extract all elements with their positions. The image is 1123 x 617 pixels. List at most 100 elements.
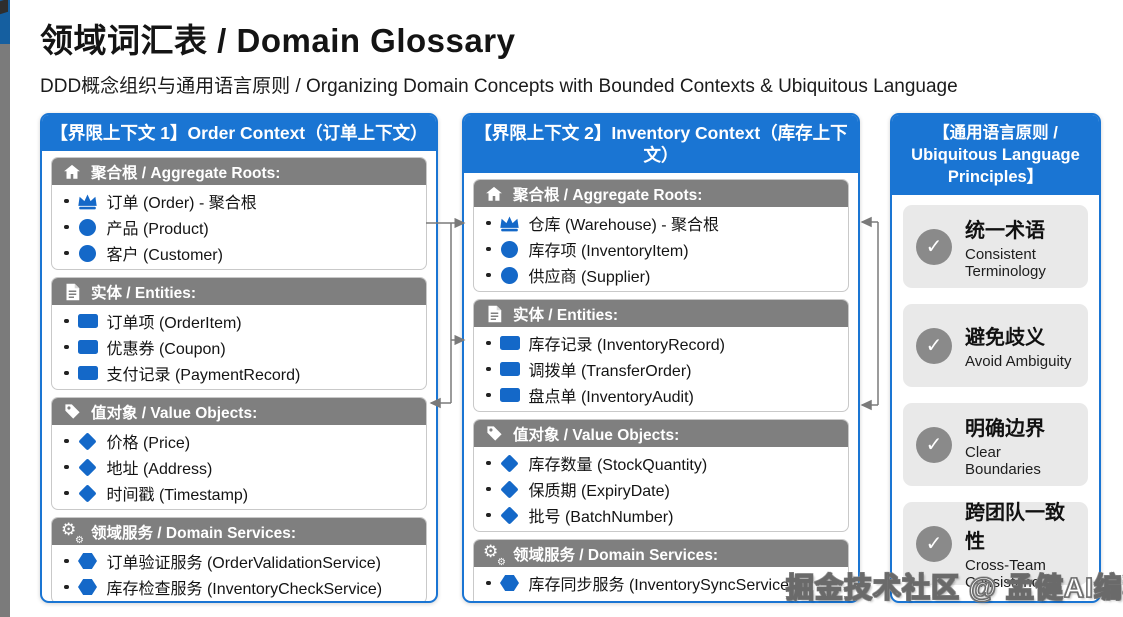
bullet bbox=[64, 370, 69, 376]
section-entities: 实体 / Entities: 库存记录 (InventoryRecord) 调拨… bbox=[473, 299, 849, 412]
inventory-context-title: 【界限上下文 2】Inventory Context（库存上下文） bbox=[464, 115, 858, 173]
section-title: 实体 / Entities: bbox=[513, 306, 619, 324]
document-icon bbox=[484, 304, 504, 324]
principle-text: 避免歧义 Avoid Ambiguity bbox=[965, 321, 1071, 370]
item-text: 调拨单 (TransferOrder) bbox=[528, 363, 692, 380]
glossary-item: 价格 (Price) bbox=[60, 428, 418, 454]
bullet bbox=[64, 224, 69, 230]
bullet bbox=[486, 580, 491, 586]
hexagon-icon bbox=[77, 579, 99, 595]
item-text: 价格 (Price) bbox=[106, 435, 191, 452]
glossary-item: 库存同步服务 (InventorySyncService) bbox=[482, 570, 840, 596]
diamond-icon bbox=[77, 431, 99, 451]
bullet bbox=[486, 340, 491, 346]
square-icon bbox=[499, 388, 521, 402]
tag-icon bbox=[484, 424, 504, 444]
item-list: 订单验证服务 (OrderValidationService) 库存检查服务 (… bbox=[52, 545, 426, 601]
glossary-item: 订单验证服务 (OrderValidationService) bbox=[60, 548, 418, 574]
section-domain-services: ⚙⚙ 领域服务 / Domain Services: 订单验证服务 (Order… bbox=[51, 517, 427, 601]
section-header: 实体 / Entities: bbox=[474, 300, 848, 327]
bullet bbox=[64, 344, 69, 350]
item-text: 库存检查服务 (InventoryCheckService) bbox=[106, 581, 383, 598]
edge-artifact-blue bbox=[0, 0, 10, 44]
item-list: 仓库 (Warehouse) - 聚合根 库存项 (InventoryItem)… bbox=[474, 207, 848, 291]
section-header: 聚合根 / Aggregate Roots: bbox=[52, 158, 426, 185]
principle-en: Clear Boundaries bbox=[965, 443, 1041, 478]
square-icon bbox=[499, 336, 521, 350]
hexagon-icon bbox=[499, 575, 521, 591]
principles-cards: ✓ 统一术语 Consistent Terminology ✓ 避免歧义 Avo… bbox=[892, 195, 1099, 595]
document-icon bbox=[62, 282, 82, 302]
principle-zh: 明确边界 bbox=[965, 417, 1045, 440]
glossary-item: 仓库 (Warehouse) - 聚合根 bbox=[482, 210, 840, 236]
section-title: 聚合根 / Aggregate Roots: bbox=[513, 186, 703, 204]
order-context-body: 聚合根 / Aggregate Roots: 订单 (Order) - 聚合根 … bbox=[42, 151, 436, 601]
item-text: 库存预警服务 (InventoryAlertService) bbox=[529, 597, 792, 601]
glossary-item: 批号 (BatchNumber) bbox=[482, 502, 840, 528]
item-text: 保质期 (ExpiryDate) bbox=[528, 483, 670, 500]
item-text: 订单验证服务 (OrderValidationService) bbox=[106, 555, 381, 572]
bullet bbox=[64, 198, 69, 204]
item-text: 订单项 (OrderItem) bbox=[106, 315, 242, 332]
principle-card: ✓ 跨团队一致性 Cross-Team Consistency bbox=[903, 502, 1088, 591]
section-value-objects: 值对象 / Value Objects: 库存数量 (StockQuantity… bbox=[473, 419, 849, 532]
gears-icon: ⚙⚙ bbox=[61, 519, 84, 546]
section-header: ⚙⚙ 领域服务 / Domain Services: bbox=[52, 518, 426, 545]
glossary-item: 订单 (Order) - 聚合根 bbox=[60, 188, 418, 214]
order-context-title: 【界限上下文 1】Order Context（订单上下文） bbox=[42, 115, 436, 151]
section-header: 值对象 / Value Objects: bbox=[474, 420, 848, 447]
section-title: 值对象 / Value Objects: bbox=[513, 426, 680, 444]
bullet bbox=[64, 464, 69, 470]
principle-zh: 统一术语 bbox=[965, 219, 1045, 242]
diamond-icon bbox=[499, 505, 521, 525]
panel-inventory-context: 【界限上下文 2】Inventory Context（库存上下文） 聚合根 / … bbox=[462, 113, 860, 603]
square-icon bbox=[77, 366, 99, 380]
principle-card: ✓ 避免歧义 Avoid Ambiguity bbox=[903, 304, 1088, 387]
bullet bbox=[486, 486, 491, 492]
section-header: 聚合根 / Aggregate Roots: bbox=[474, 180, 848, 207]
item-text: 库存项 (InventoryItem) bbox=[528, 243, 689, 260]
item-text: 优惠券 (Coupon) bbox=[106, 341, 226, 358]
checkmark-icon: ✓ bbox=[916, 327, 952, 364]
checkmark-icon: ✓ bbox=[916, 525, 952, 562]
item-text: 盘点单 (InventoryAudit) bbox=[528, 389, 694, 406]
glossary-item: 盘点单 (InventoryAudit) bbox=[482, 382, 840, 408]
glossary-item: 库存数量 (StockQuantity) bbox=[482, 450, 840, 476]
bullet bbox=[64, 584, 69, 590]
section-header: 实体 / Entities: bbox=[52, 278, 426, 305]
glossary-item: 支付记录 (PaymentRecord) bbox=[60, 360, 418, 386]
gears-icon: ⚙⚙ bbox=[483, 541, 506, 568]
glossary-item: 库存检查服务 (InventoryCheckService) bbox=[60, 574, 418, 600]
item-text: 仓库 (Warehouse) - 聚合根 bbox=[528, 217, 720, 234]
item-text: 库存同步服务 (InventorySyncService) bbox=[528, 577, 795, 594]
section-title: 值对象 / Value Objects: bbox=[91, 404, 258, 422]
glossary-item: 客户 (Customer) bbox=[60, 240, 418, 266]
watermark: 掘金技术社区 @ 孟健AI编程 bbox=[785, 571, 1123, 603]
glossary-item: 库存项 (InventoryItem) bbox=[482, 236, 840, 262]
section-header: 值对象 / Value Objects: bbox=[52, 398, 426, 425]
panel-order-context: 【界限上下文 1】Order Context（订单上下文） 聚合根 / Aggr… bbox=[40, 113, 438, 603]
section-title: 领域服务 / Domain Services: bbox=[91, 524, 297, 542]
bullet bbox=[486, 272, 491, 278]
principles-title: 【通用语言原则 / Ubiquitous Language Principles… bbox=[892, 115, 1099, 195]
glossary-item: 库存记录 (InventoryRecord) bbox=[482, 330, 840, 356]
checkmark-icon: ✓ bbox=[916, 426, 952, 463]
item-list: 订单 (Order) - 聚合根 产品 (Product) 客户 (Custom… bbox=[52, 185, 426, 269]
bullet bbox=[486, 366, 491, 372]
bullet bbox=[64, 318, 69, 324]
page-head: 领域词汇表 / Domain Glossary DDD概念组织与通用语言原则 /… bbox=[40, 14, 1100, 98]
section-domain-services: ⚙⚙ 领域服务 / Domain Services: 库存同步服务 (Inven… bbox=[473, 539, 849, 603]
bullet bbox=[486, 512, 491, 518]
diamond-icon bbox=[499, 453, 521, 473]
item-text: 支付记录 (PaymentRecord) bbox=[106, 367, 301, 384]
glossary-item: 保质期 (ExpiryDate) bbox=[482, 476, 840, 502]
hexagon-icon bbox=[499, 601, 521, 603]
glossary-item: 产品 (Product) bbox=[60, 214, 418, 240]
principle-text: 统一术语 Consistent Terminology bbox=[965, 214, 1075, 280]
home-icon bbox=[484, 184, 504, 204]
principle-text: 明确边界 Clear Boundaries bbox=[965, 412, 1075, 478]
circle-icon bbox=[77, 218, 99, 236]
square-icon bbox=[77, 340, 99, 354]
page-subtitle: DDD概念组织与通用语言原则 / Organizing Domain Conce… bbox=[40, 76, 958, 97]
square-icon bbox=[499, 362, 521, 376]
